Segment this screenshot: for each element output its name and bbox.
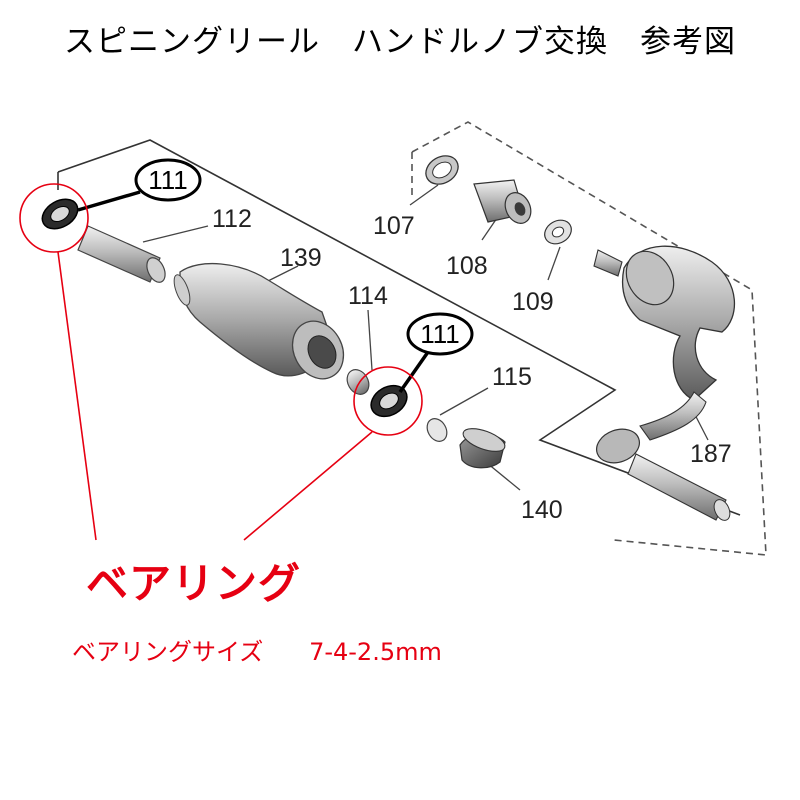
label-108: 108: [446, 252, 488, 280]
label-187: 187: [690, 440, 732, 468]
label-112: 112: [212, 205, 252, 233]
sleeve-108: [473, 179, 532, 224]
bearing-111-right: [370, 384, 408, 418]
page-title: スピニングリール ハンドルノブ交換 参考図: [64, 24, 736, 60]
label-139: 139: [280, 244, 322, 272]
solid-outline: [57, 139, 741, 516]
ring-107: [425, 155, 459, 185]
washer-115: [426, 418, 448, 442]
label-140: 140: [521, 496, 563, 524]
cap-140: [459, 428, 506, 469]
washer-109: [544, 219, 572, 245]
knob-139: [173, 262, 345, 380]
label-109: 109: [512, 288, 554, 316]
callout-111-right: 111: [398, 312, 474, 394]
label-111-left: 111: [148, 165, 188, 195]
bearing-callout-title: ベアリング: [86, 559, 302, 608]
label-114: 114: [348, 282, 388, 310]
label-115: 115: [492, 363, 532, 391]
dashed-frame: [411, 121, 767, 556]
bearing-size-label: ベアリングサイズ: [72, 638, 264, 666]
label-107: 107: [373, 212, 415, 240]
bearing-size-value: 7-4-2.5mm: [309, 638, 442, 666]
bearing-highlight: [19, 183, 423, 541]
bearing-size-row: ベアリングサイズ 7-4-2.5mm: [72, 632, 442, 667]
handle-arm-187: [593, 245, 735, 521]
callout-111-left: 111: [77, 158, 202, 212]
collar-114: [346, 369, 370, 395]
label-111-right: 111: [420, 319, 460, 349]
bearing-111-left: [41, 198, 79, 230]
tube-112: [77, 225, 166, 283]
